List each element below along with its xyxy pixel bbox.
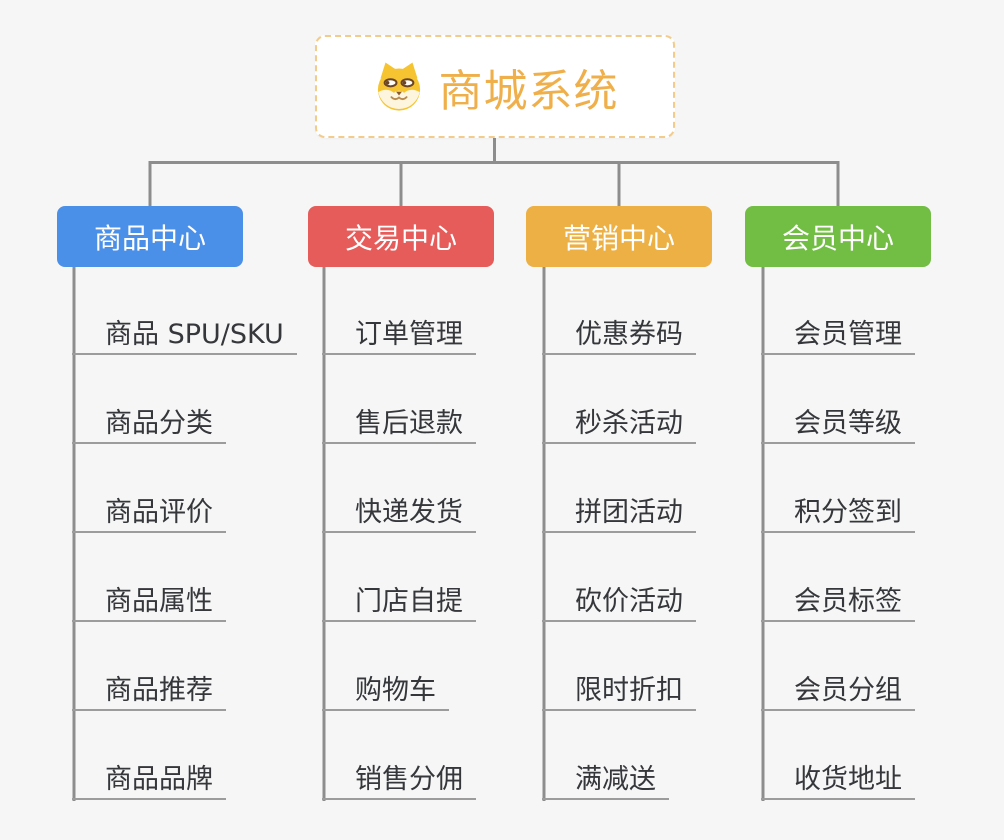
leaf-label: 拼团活动 [575, 497, 683, 528]
leaf-node[interactable]: 秒杀活动 [542, 397, 696, 444]
leaf-node[interactable]: 商品品牌 [72, 753, 226, 800]
leaf-node[interactable]: 积分签到 [761, 486, 915, 533]
root-node[interactable]: 商城系统 [315, 35, 675, 138]
leaf-node[interactable]: 快递发货 [322, 486, 476, 533]
branch-header-trade[interactable]: 交易中心 [308, 206, 494, 267]
leaf-label: 积分签到 [794, 497, 902, 528]
leaf-node[interactable]: 销售分佣 [322, 753, 476, 800]
leaf-label: 砍价活动 [575, 586, 683, 617]
branch-label: 会员中心 [781, 221, 894, 255]
leaf-label: 商品 SPU/SKU [105, 319, 284, 350]
leaf-node[interactable]: 优惠券码 [542, 308, 696, 355]
branch-label: 营销中心 [562, 221, 675, 255]
branch-label: 交易中心 [344, 221, 457, 255]
leaf-node[interactable]: 商品 SPU/SKU [72, 308, 297, 355]
leaf-label: 售后退款 [355, 408, 463, 439]
leaf-label: 商品属性 [105, 586, 213, 617]
leaf-node[interactable]: 拼团活动 [542, 486, 696, 533]
branch-header-marketing[interactable]: 营销中心 [526, 206, 712, 267]
leaf-label: 优惠券码 [575, 319, 683, 350]
leaf-node[interactable]: 砍价活动 [542, 575, 696, 622]
leaf-node[interactable]: 满减送 [542, 753, 669, 800]
leaf-node[interactable]: 售后退款 [322, 397, 476, 444]
leaf-node[interactable]: 会员管理 [761, 308, 915, 355]
leaf-label: 商品品牌 [105, 764, 213, 795]
leaf-node[interactable]: 订单管理 [322, 308, 476, 355]
leaf-label: 会员分组 [794, 675, 902, 706]
leaf-node[interactable]: 收货地址 [761, 753, 915, 800]
leaf-node[interactable]: 商品推荐 [72, 664, 226, 711]
leaf-node[interactable]: 购物车 [322, 664, 449, 711]
leaf-label: 商品评价 [105, 497, 213, 528]
leaf-node[interactable]: 会员分组 [761, 664, 915, 711]
leaf-label: 商品推荐 [105, 675, 213, 706]
leaf-node[interactable]: 商品分类 [72, 397, 226, 444]
leaf-label: 限时折扣 [575, 675, 683, 706]
leaf-label: 满减送 [575, 764, 656, 795]
leaf-node[interactable]: 会员等级 [761, 397, 915, 444]
leaf-label: 收货地址 [794, 764, 902, 795]
leaf-node[interactable]: 商品属性 [72, 575, 226, 622]
leaf-label: 门店自提 [355, 586, 463, 617]
leaf-node[interactable]: 门店自提 [322, 575, 476, 622]
leaf-node[interactable]: 商品评价 [72, 486, 226, 533]
leaf-label: 快递发货 [355, 497, 463, 528]
branch-header-members[interactable]: 会员中心 [745, 206, 931, 267]
leaf-label: 会员管理 [794, 319, 902, 350]
leaf-label: 购物车 [355, 675, 436, 706]
branch-label: 商品中心 [93, 221, 206, 255]
shiba-dog-icon [377, 62, 420, 111]
leaf-label: 商品分类 [105, 408, 213, 439]
leaf-label: 订单管理 [355, 319, 463, 350]
root-title: 商城系统 [438, 65, 619, 117]
leaf-label: 秒杀活动 [575, 408, 683, 439]
leaf-node[interactable]: 限时折扣 [542, 664, 696, 711]
branch-header-products[interactable]: 商品中心 [57, 206, 243, 267]
leaf-node[interactable]: 会员标签 [761, 575, 915, 622]
leaf-label: 会员标签 [794, 586, 902, 617]
leaf-label: 销售分佣 [355, 764, 463, 795]
leaf-label: 会员等级 [794, 408, 902, 439]
